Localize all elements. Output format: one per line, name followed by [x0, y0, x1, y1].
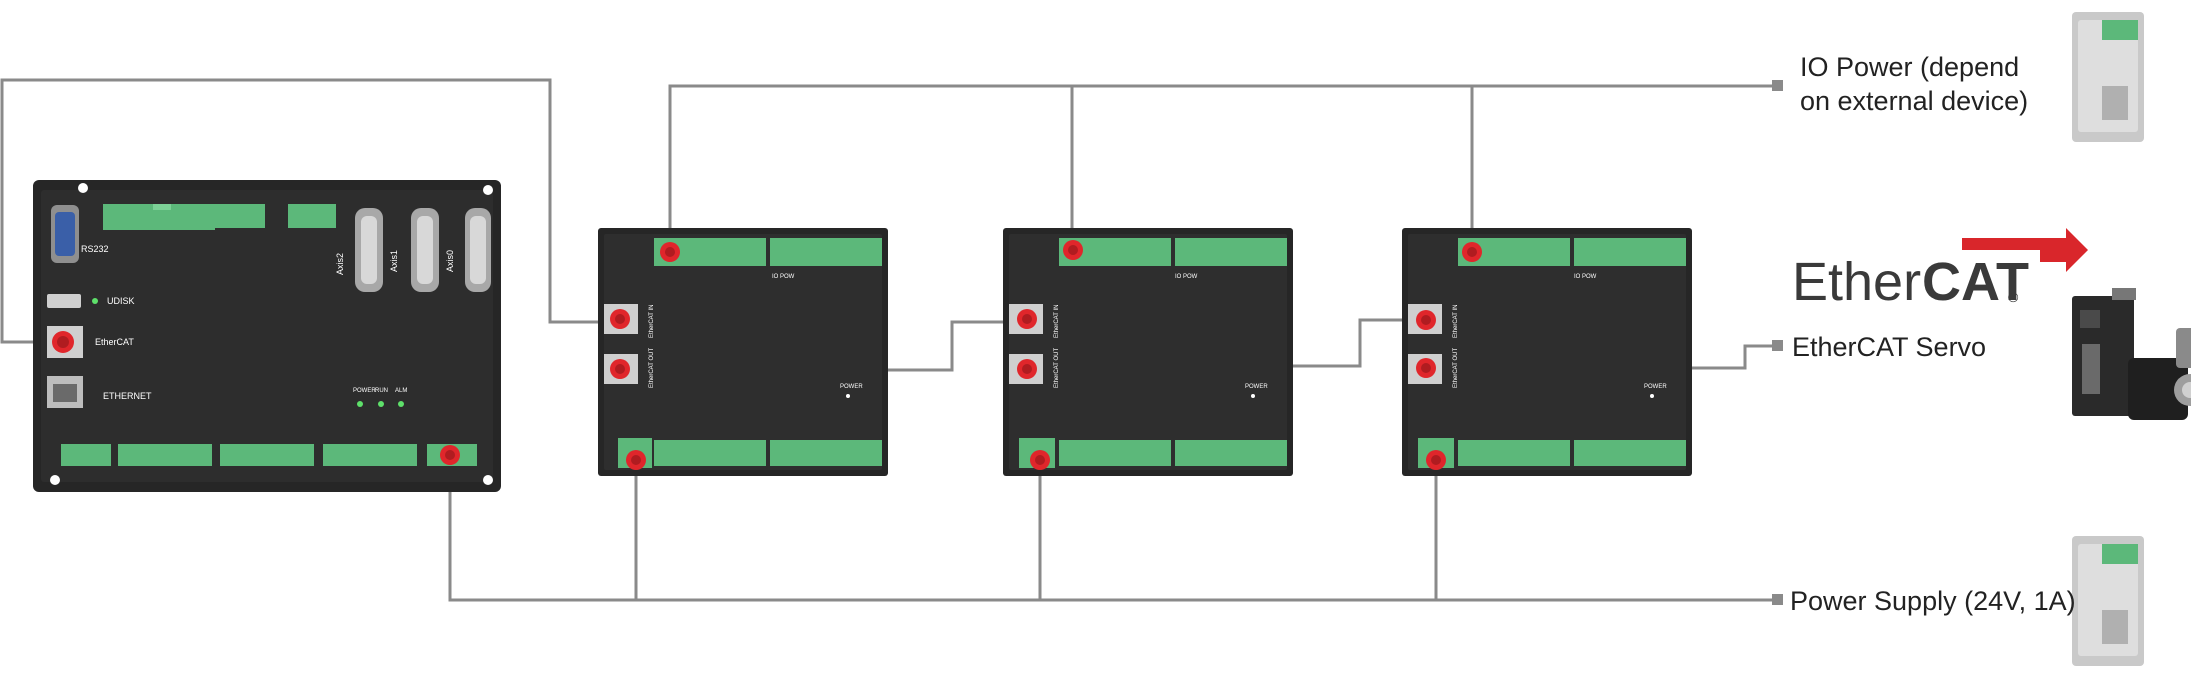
controller-ethercat-label: EtherCAT: [95, 337, 134, 347]
wire-power-supply-bus: [448, 462, 1775, 602]
axis2-label: Axis2: [335, 253, 345, 275]
io-module-2: IO POW EtherCAT IN EtherCAT OUT POWER: [1003, 228, 1293, 476]
ethercat-logo: Ether CAT ®: [1792, 228, 2088, 312]
axis1-port: [411, 208, 439, 292]
ethercat-in-label: EtherCAT IN: [649, 305, 655, 338]
udisk-port: [47, 294, 81, 308]
power-label: POWER: [1644, 384, 1667, 390]
led-label-alm: ALM: [395, 388, 407, 394]
power-led: [1650, 394, 1654, 398]
rs232-label: RS232: [81, 244, 109, 254]
io-power-label-line2: on external device): [1800, 86, 2028, 116]
udisk-label: UDISK: [107, 296, 135, 306]
io-module-1: IO POW EtherCAT IN EtherCAT OUT POWER: [598, 228, 888, 476]
power-led: [357, 401, 363, 407]
rs232-port: [51, 205, 79, 263]
power-label: POWER: [1245, 384, 1268, 390]
ethercat-out-label: EtherCAT OUT: [1453, 348, 1459, 388]
axis0-port: [465, 208, 491, 292]
power-led: [1251, 394, 1255, 398]
ethercat-servo-device: [2072, 288, 2191, 420]
ethercat-in-label: EtherCAT IN: [1054, 305, 1060, 338]
power-supply-label: Power Supply (24V, 1A): [1790, 586, 2076, 616]
udisk-led: [92, 298, 98, 304]
ethercat-out-label: EtherCAT OUT: [649, 348, 655, 388]
servo-motor: [2128, 328, 2191, 420]
run-led: [378, 401, 384, 407]
ethercat-logo-ether: Ether: [1792, 252, 1921, 312]
wire-io-power-bus: [668, 84, 1775, 252]
io-pow-label: IO POW: [772, 274, 795, 280]
ethercat-logo-arrow: [1962, 228, 2088, 272]
io-module-3: IO POW EtherCAT IN EtherCAT OUT POWER: [1402, 228, 1692, 476]
main-controller: RS232 Axis2 Axis1 Axis0 UDISK: [33, 180, 501, 492]
io-power-label-line1: IO Power (depend: [1800, 52, 2019, 82]
ethercat-in-label: EtherCAT IN: [1453, 305, 1459, 338]
ethercat-logo-cat: CAT: [1922, 252, 2029, 312]
axis0-label: Axis0: [445, 250, 455, 272]
ethernet-label: ETHERNET: [103, 391, 152, 401]
io-pow-label: IO POW: [1574, 274, 1597, 280]
alm-led: [398, 401, 404, 407]
ethercat-logo-registered: ®: [2008, 289, 2019, 305]
led-label-run: RUN: [375, 388, 388, 394]
power-label: POWER: [840, 384, 863, 390]
ethercat-out-label: EtherCAT OUT: [1054, 348, 1060, 388]
power-supply-device: [2072, 536, 2144, 666]
io-power-terminal: [1772, 80, 1783, 91]
io-pow-label: IO POW: [1175, 274, 1198, 280]
axis2-port: [355, 208, 383, 292]
power-supply-terminal: [1772, 594, 1783, 605]
io-power-supply-device: [2072, 12, 2144, 142]
wire-controller-to-module1: [0, 78, 620, 344]
led-label-power: POWER: [353, 388, 376, 394]
axis1-label: Axis1: [389, 250, 399, 272]
power-led: [846, 394, 850, 398]
servo-terminal: [1772, 340, 1783, 351]
ethercat-servo-label: EtherCAT Servo: [1792, 332, 1986, 362]
controller-ethercat-port: [47, 326, 83, 358]
